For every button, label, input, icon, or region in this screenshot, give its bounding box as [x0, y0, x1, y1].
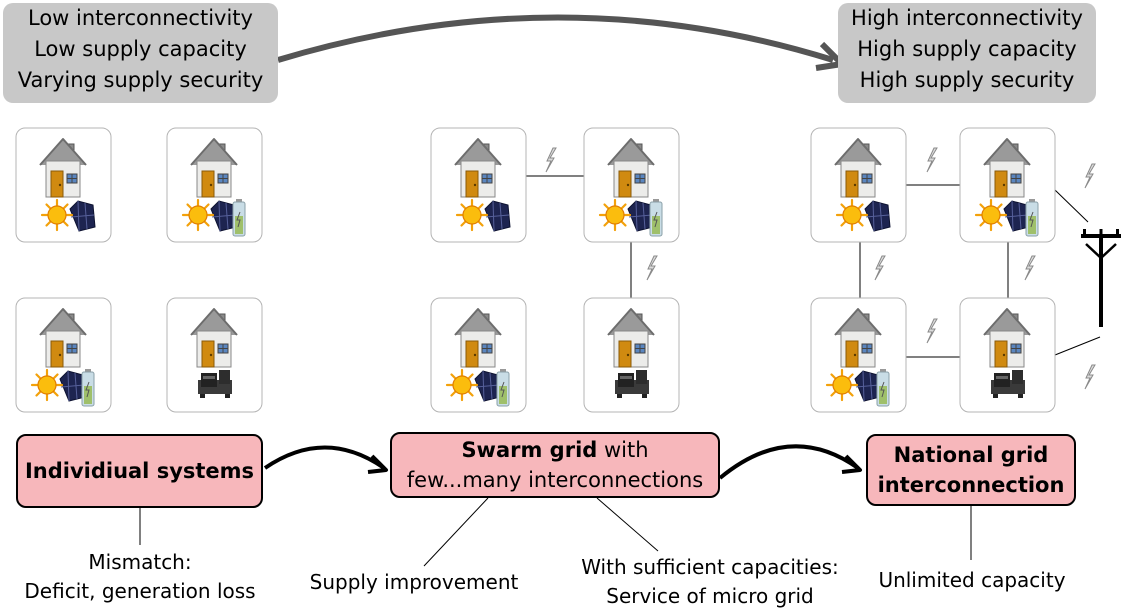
house-tile	[430, 297, 527, 413]
box-line: Varying supply security	[17, 68, 264, 92]
house-tile	[583, 297, 680, 413]
swarm-grid-title: Swarm grid	[461, 438, 598, 462]
box-line: High supply capacity	[857, 37, 1077, 61]
swarm-grid-subtitle: few...many interconnections	[406, 468, 704, 492]
swarm-grid-with: with	[597, 438, 649, 462]
power-pole-icon	[1081, 229, 1121, 327]
individual-systems-title: Individiual systems	[24, 459, 255, 483]
box-line: Low supply capacity	[34, 37, 247, 61]
house-tile	[15, 297, 112, 413]
house-tile	[15, 127, 112, 243]
mismatch-line2: Deficit, generation loss	[24, 579, 256, 603]
swarm-grid-box: Swarm grid with few...many interconnecti…	[390, 432, 720, 498]
house-tile	[810, 297, 907, 413]
sufficient-line1: With sufficient capacities:	[581, 555, 839, 579]
individual-systems-box: Individiual systems	[16, 434, 263, 508]
house-tile	[959, 297, 1056, 413]
sufficient-line2: Service of micro grid	[606, 584, 814, 608]
swarm-connections	[526, 175, 632, 298]
top-progress-arrow	[277, 14, 834, 63]
house-tile	[810, 127, 907, 243]
house-tile	[166, 127, 263, 243]
stage-arrow	[263, 445, 386, 470]
house-tile	[166, 297, 263, 413]
national-grid-line2: interconnection	[877, 473, 1065, 497]
label-leaders	[139, 497, 972, 567]
supply-improvement-label: Supply improvement	[283, 568, 545, 597]
sufficient-capacities-label: With sufficient capacities: Service of m…	[560, 553, 860, 611]
unlimited-capacity-text: Unlimited capacity	[878, 568, 1066, 592]
house-tile	[959, 127, 1056, 243]
house-tile	[583, 127, 680, 243]
box-line: Low interconnectivity	[28, 6, 253, 30]
high-connectivity-box: High interconnectivity High supply capac…	[838, 3, 1096, 103]
unlimited-capacity-label: Unlimited capacity	[858, 566, 1086, 595]
national-connections	[859, 184, 1101, 358]
stage-arrow-head	[367, 454, 388, 474]
national-grid-box: National grid interconnection	[866, 434, 1076, 506]
box-line: High supply security	[859, 68, 1075, 92]
national-grid-line1: National grid	[893, 443, 1049, 467]
mismatch-line1: Mismatch:	[88, 550, 192, 574]
low-connectivity-box: Low interconnectivity Low supply capacit…	[3, 3, 278, 103]
mismatch-label: Mismatch: Deficit, generation loss	[0, 548, 280, 606]
supply-improvement-text: Supply improvement	[309, 570, 519, 594]
house-tile	[430, 127, 527, 243]
stage-arrow	[841, 454, 862, 474]
stage-arrow	[718, 444, 860, 480]
box-line: High interconnectivity	[851, 6, 1083, 30]
